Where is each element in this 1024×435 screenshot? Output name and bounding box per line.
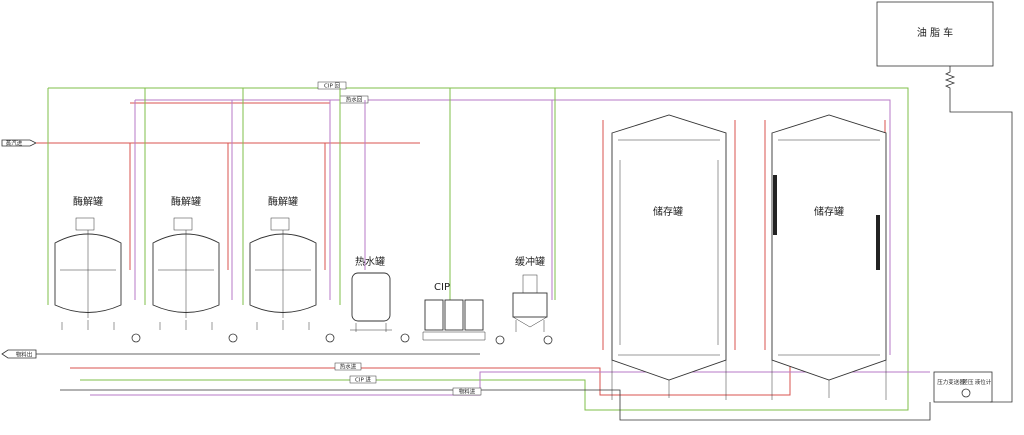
cip-top-label: CIP 回	[324, 83, 341, 90]
hot-water-top-label: 热水回	[346, 96, 363, 104]
cip-station-label: CIP	[434, 282, 450, 293]
steam-inlet-label: 蒸汽进	[6, 139, 23, 147]
purple-bottom-manifold	[90, 371, 930, 396]
red-bottom-manifold	[70, 360, 791, 396]
cip-station: CIP	[422, 282, 505, 345]
cip-top-label-box	[317, 81, 347, 90]
cip-bottom-box	[349, 375, 377, 384]
instrument-item-3: 液位计	[975, 378, 992, 386]
black-bottom-manifold	[60, 389, 931, 421]
storage-tank-2-label: 储存罐	[814, 205, 844, 218]
storage-tank-2: 储存罐	[764, 114, 887, 400]
buffer-tank-label: 缓冲罐	[515, 255, 545, 268]
enzymolysis-tank-1: 酶解罐	[54, 195, 141, 343]
hot-water-bottom-label: 热水进	[340, 363, 357, 371]
steam-inlet-arrow	[1, 139, 37, 147]
enzymolysis-tank-2: 酶解罐	[152, 195, 238, 343]
oil-truck-label: 油 脂 车	[917, 26, 953, 39]
hot-water-bottom-box	[334, 362, 362, 371]
oil-truck-box	[876, 1, 994, 67]
cip-bottom-label: CIP 进	[355, 376, 372, 384]
instrument-item-1: 压力变送器	[937, 378, 965, 386]
storage-tank-1-label: 储存罐	[653, 205, 683, 218]
material-out-label: 物料出	[16, 351, 33, 359]
steam-drops	[129, 143, 326, 270]
green-risers-right	[449, 88, 556, 300]
hot-water-tank: 热水罐	[350, 255, 410, 343]
oil-truck-line	[949, 96, 1013, 403]
green-risers	[144, 88, 341, 305]
enzymolysis-tank-3: 酶解罐	[249, 195, 335, 343]
material-bottom-box	[452, 387, 482, 396]
purple-top-manifold	[135, 99, 891, 355]
buffer-tank: 缓冲罐	[512, 255, 553, 345]
purple-risers-right	[364, 100, 553, 300]
oil-truck-spring	[944, 66, 956, 96]
enzymolysis-tank-1-label: 酶解罐	[73, 195, 103, 208]
storage-tank-1: 储存罐	[602, 114, 736, 400]
green-bottom-manifold	[80, 360, 909, 411]
purple-risers	[134, 100, 331, 300]
enzymolysis-tank-3-label: 酶解罐	[268, 195, 298, 208]
instrument-item-2: 差压	[962, 378, 974, 386]
hot-water-tank-label: 热水罐	[355, 255, 385, 268]
enzymolysis-tank-2-label: 酶解罐	[171, 195, 201, 208]
instrument-box: 压力变送器 差压 液位计	[933, 371, 993, 403]
material-bottom-label: 物料进	[459, 388, 476, 396]
